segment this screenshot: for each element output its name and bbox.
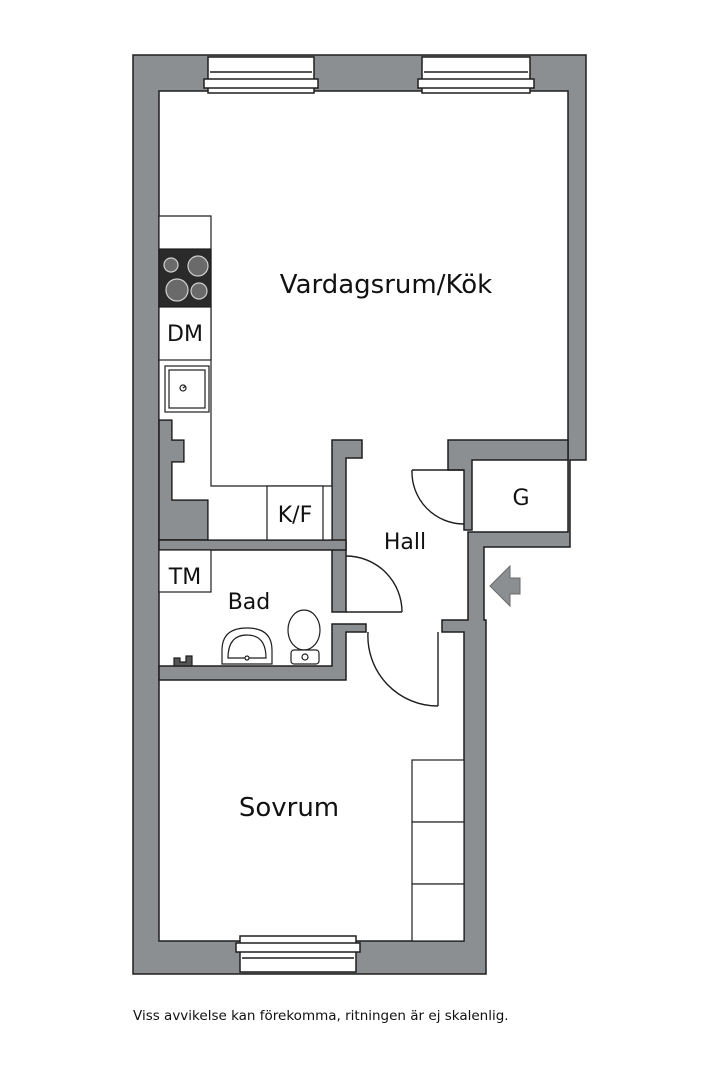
bath-door — [345, 555, 403, 613]
basin-bowl — [227, 634, 267, 659]
burner — [165, 278, 189, 302]
fixture-label-washer: TM — [168, 565, 201, 590]
wardrobe-wall — [447, 439, 569, 531]
fridge-box — [266, 485, 324, 541]
window-bottom — [239, 935, 357, 973]
dishwasher-box — [158, 306, 212, 361]
bath-bottom-wall — [158, 623, 367, 681]
window-sill — [203, 78, 319, 89]
room-label-bedroom: Sovrum — [239, 793, 339, 823]
burner — [163, 257, 179, 273]
wardrobe-door — [411, 469, 465, 525]
toilet-flush — [301, 653, 309, 661]
disclaimer-text: Viss avvikelse kan förekomma, ritningen … — [133, 1008, 509, 1024]
kitchen-counter — [158, 215, 333, 541]
stove-burners — [163, 255, 209, 302]
burner — [190, 282, 208, 300]
room-label-living-kitchen: Vardagsrum/Kök — [280, 270, 492, 300]
sink-drain — [179, 384, 187, 392]
bath-fixtures — [158, 549, 321, 667]
fixture-label-dishwasher: DM — [167, 322, 203, 347]
basin-drain — [244, 655, 250, 661]
entrance-arrow-icon — [489, 564, 521, 608]
bedroom-door — [367, 631, 439, 707]
washer-box — [158, 549, 212, 593]
windows — [203, 56, 535, 973]
doors — [345, 469, 465, 707]
hall-left-wall — [331, 439, 363, 613]
sink-basin — [168, 369, 206, 409]
wardrobe-unit — [411, 883, 465, 942]
fixture-label-wardrobe: G — [512, 486, 529, 511]
outer-wall — [132, 54, 587, 975]
walls — [132, 54, 587, 975]
bedroom-wardrobes — [411, 759, 465, 942]
fixture-label-fridge: K/F — [278, 503, 313, 528]
room-label-hall: Hall — [384, 530, 426, 555]
faucet-icon — [173, 655, 193, 667]
burner — [187, 255, 209, 277]
wardrobe-unit — [411, 821, 465, 885]
wardrobe-unit — [411, 759, 465, 823]
room-label-bath: Bad — [228, 590, 271, 615]
kitchen-sink-icon — [164, 365, 210, 413]
toilet-icon — [287, 609, 321, 651]
window-sill — [235, 942, 361, 953]
washbasin-icon — [221, 627, 273, 665]
bath-top-wall — [158, 539, 347, 551]
window-sill — [417, 78, 535, 89]
